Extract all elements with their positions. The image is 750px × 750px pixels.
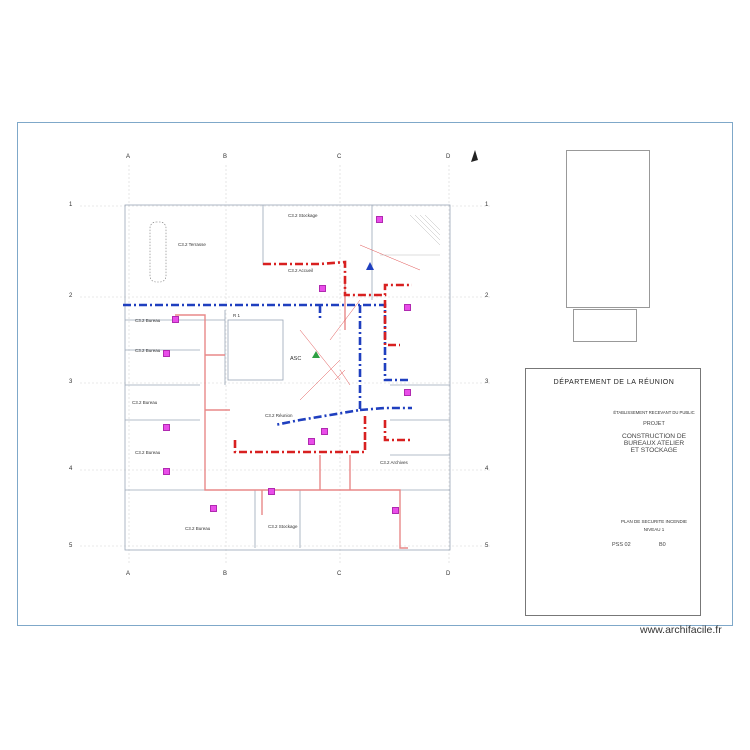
room-label-bureau-4: C3.2 Bureau: [135, 450, 161, 455]
legend-panel-secondary: [573, 309, 637, 342]
row-label-2-left: 2: [69, 293, 73, 299]
project-line-3: ET STOCKAGE: [630, 447, 678, 455]
column-label-a-top: A: [126, 154, 131, 160]
north-arrow: [471, 150, 478, 162]
column-label-b-bottom: B: [223, 571, 228, 577]
fire-extinguisher-marker: [172, 316, 179, 323]
column-label-a-bottom: A: [126, 571, 131, 577]
fire-extinguisher-marker: [163, 468, 170, 475]
staircase: [380, 214, 441, 256]
project-line-1: CONSTRUCTION DE: [621, 433, 687, 440]
fire-extinguisher-marker: [392, 507, 399, 514]
establishment-subtitle: ÉTABLISSEMENT RECEVANT DU PUBLIC: [613, 410, 695, 415]
row-label-4-right: 4: [485, 466, 489, 472]
grid-lines: [80, 165, 490, 565]
room-label-bureau-1: C3.2 Bureau: [135, 318, 161, 323]
row-label-3-left: 3: [69, 379, 73, 385]
room-label-archives: C3.2 Archives: [380, 460, 408, 465]
plan-label: PLAN DE SECURITE INCENDIE: [620, 519, 687, 524]
fire-extinguisher-marker: [268, 488, 275, 495]
room-label-reunion: C3.2 Réunion: [265, 413, 293, 418]
drawing-sheet-frame: [17, 122, 733, 626]
title-block: DÉPARTEMENT DE LA RÉUNION ÉTABLISSEMENT …: [525, 368, 701, 616]
fire-extinguisher-marker: [321, 428, 328, 435]
terrasse-seating: [149, 221, 167, 283]
fire-extinguisher-marker: [404, 389, 411, 396]
level-label: NIVEAU 1: [643, 527, 665, 532]
column-label-b-top: B: [223, 154, 228, 160]
fire-extinguisher-marker: [376, 216, 383, 223]
fire-extinguisher-marker: [210, 505, 217, 512]
room-label-stockage: C3.2 Stockage: [268, 524, 298, 529]
column-label-c-top: C: [337, 154, 342, 160]
legend-panel: [566, 150, 650, 308]
watermark-url: www.archifacile.fr: [640, 624, 722, 636]
blue-triangle-marker: [366, 262, 374, 270]
red-evacuation-route: [233, 260, 412, 454]
department-title: DÉPARTEMENT DE LA RÉUNION: [553, 379, 675, 386]
row-label-2-right: 2: [485, 293, 489, 299]
blue-evacuation-route: [123, 303, 412, 427]
column-label-d-bottom: D: [446, 571, 451, 577]
row-label-1-left: 1: [69, 202, 73, 208]
room-label-bureau-2: C3.2 Bureau: [135, 348, 161, 353]
row-label-1-right: 1: [485, 202, 489, 208]
room-label-bureau-south: C3.2 Bureau: [185, 526, 211, 531]
fire-extinguisher-marker: [163, 424, 170, 431]
fire-extinguisher-marker: [163, 350, 170, 357]
annotation-lines: [299, 244, 421, 401]
row-label-3-right: 3: [485, 379, 489, 385]
revision-index: B0: [659, 542, 666, 548]
room-label-asc: ASC: [290, 356, 302, 362]
fire-extinguisher-marker: [404, 304, 411, 311]
column-label-c-bottom: C: [337, 571, 342, 577]
project-label: PROJET: [643, 421, 665, 427]
column-label-d-top: D: [446, 154, 451, 160]
row-label-5-left: 5: [69, 543, 73, 549]
room-label-bureau-3: C3.2 Bureau: [132, 400, 158, 405]
row-label-5-right: 5: [485, 543, 489, 549]
assembly-point-marker: [312, 351, 320, 358]
room-label-stockage-north: C3.2 Stockage: [288, 213, 318, 218]
row-label-4-left: 4: [69, 466, 73, 472]
sheet-id: PSS 02: [612, 542, 631, 548]
room-label-rt: R 1: [233, 313, 241, 318]
building-outline: [124, 204, 451, 551]
fire-extinguisher-marker: [308, 438, 315, 445]
fire-extinguisher-marker: [319, 285, 326, 292]
room-label-accueil: C3.2 Accueil: [288, 268, 314, 273]
project-title: CONSTRUCTION DE BUREAUX ATELIER ET STOCK…: [604, 433, 704, 455]
room-label-terrasse: C3.2 Terrasse: [178, 242, 206, 247]
project-line-2: BUREAUX ATELIER: [623, 440, 685, 448]
